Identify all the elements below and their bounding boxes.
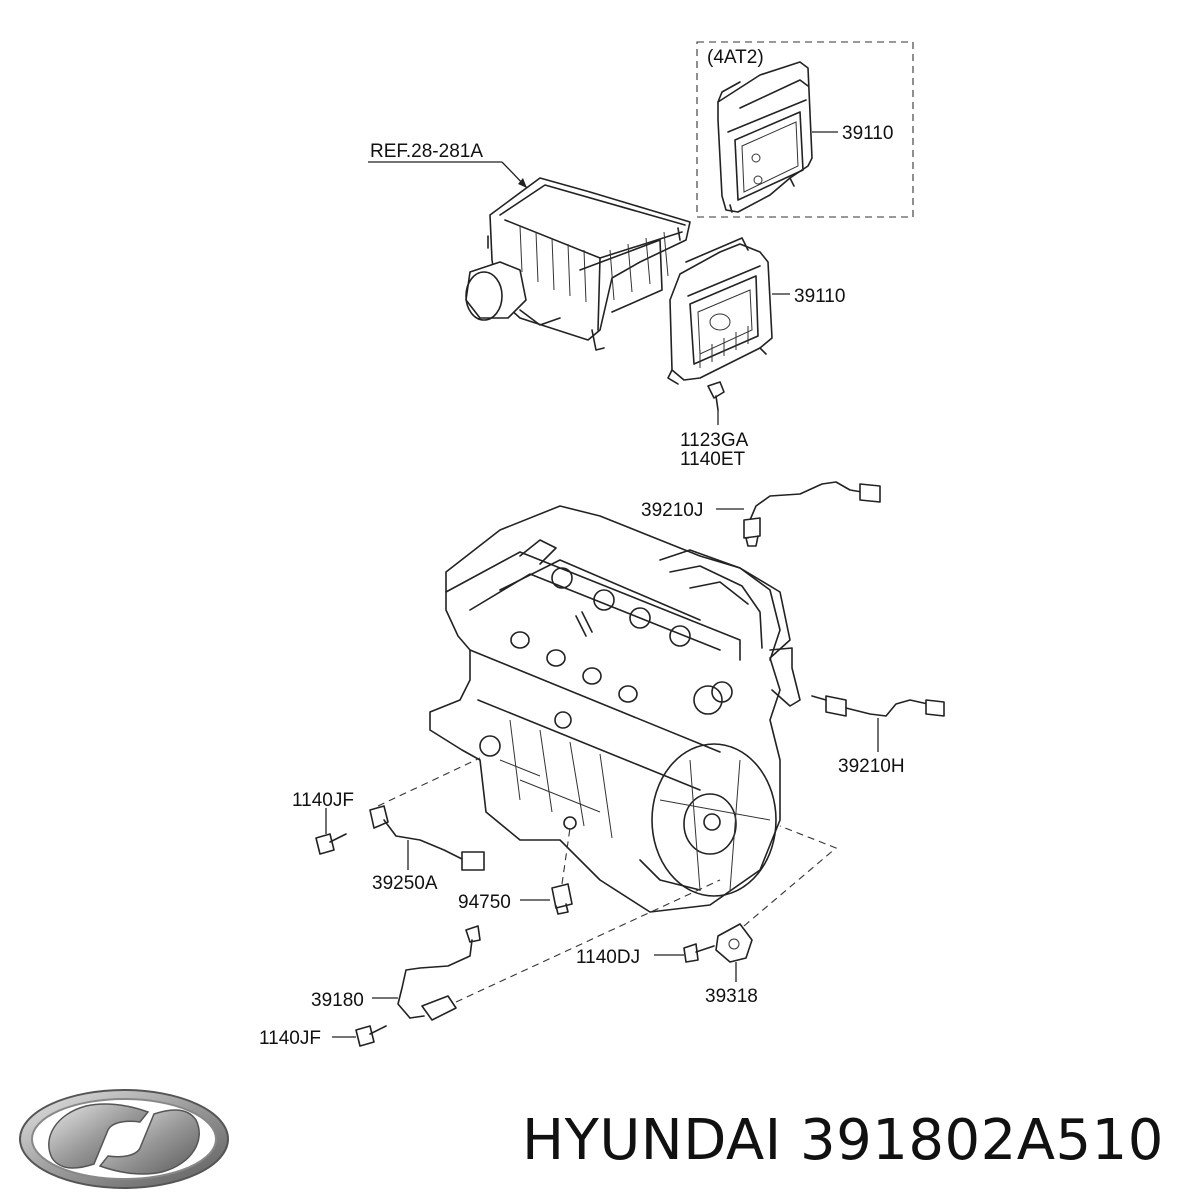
ecu-lower-label: 39110 — [794, 286, 845, 307]
crank-sensor-drawing — [397, 879, 721, 1021]
air-cleaner-drawing — [465, 177, 691, 351]
bolt-1140dj-label: 1140DJ — [576, 947, 640, 968]
ecu-bolt-drawing — [707, 381, 725, 425]
variant-box-label: (4AT2) — [707, 47, 764, 68]
o2-sensor-lower-label: 39210H — [838, 756, 905, 777]
oil-pressure-switch-label: 94750 — [458, 892, 511, 913]
ecu-lower-drawing — [667, 237, 773, 385]
bolt-1140et-label: 1140ET — [680, 449, 746, 470]
oil-pressure-switch-drawing — [551, 827, 573, 915]
knock-sensor-drawing — [369, 757, 485, 871]
ecu-upper-drawing — [717, 61, 813, 213]
bolt-1140jf-top-drawing — [315, 833, 347, 855]
knock-sensor-label: 39250A — [372, 873, 438, 894]
cam-sensor-label: 39318 — [705, 986, 758, 1007]
bolt-1140dj-drawing — [683, 943, 715, 963]
part-number: 391802A510 — [799, 1108, 1164, 1173]
o2-sensor-upper-drawing — [743, 481, 881, 547]
brand-part-caption: HYUNDAI 391802A510 — [522, 1108, 1164, 1173]
bolt-1140jf-top-label: 1140JF — [292, 790, 354, 811]
brand-name: HYUNDAI — [522, 1108, 782, 1173]
bolt-1123ga-label: 1123GA — [680, 430, 749, 451]
bolt-1140jf-bottom-drawing — [355, 1025, 387, 1047]
hyundai-logo-icon — [19, 1089, 229, 1189]
engine-block-drawing — [429, 505, 801, 913]
o2-sensor-lower-drawing — [811, 695, 945, 717]
bolt-1140jf-bottom-label: 1140JF — [259, 1028, 321, 1049]
o2-sensor-upper-label: 39210J — [641, 500, 703, 521]
ecu-upper-label: 39110 — [842, 123, 893, 144]
crank-sensor-label: 39180 — [311, 990, 364, 1011]
cam-sensor-drawing — [715, 825, 838, 963]
variant-box-4at2: (4AT2) — [696, 41, 914, 218]
ref-air-cleaner-label: REF.28-281A — [370, 141, 483, 162]
